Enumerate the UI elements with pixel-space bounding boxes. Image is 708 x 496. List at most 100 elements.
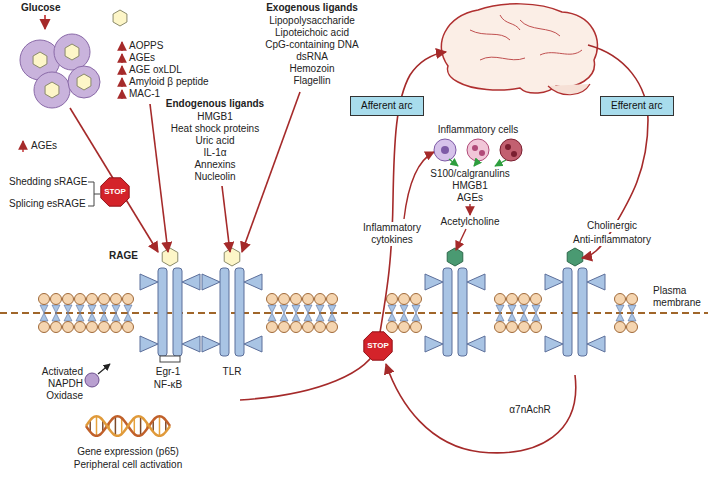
brain xyxy=(470,15,582,60)
lipid-bilayer xyxy=(76,305,84,313)
release-arrow xyxy=(449,159,506,166)
lipid-bilayer xyxy=(411,294,422,305)
glucose-hexagon xyxy=(33,52,47,68)
inflammatory-cell xyxy=(511,151,517,157)
inflammatory-cell xyxy=(472,145,478,151)
octagon-outline xyxy=(364,332,392,360)
receptor xyxy=(578,268,587,356)
lipid-bilayer xyxy=(112,313,120,321)
lipid-bilayer xyxy=(327,322,338,333)
dna-helix xyxy=(121,418,123,434)
lipid-bilayer xyxy=(531,294,542,305)
lipid-bilayer xyxy=(519,322,530,333)
increase-arrow xyxy=(22,141,23,152)
lipid-bilayer xyxy=(292,313,300,321)
receptor xyxy=(182,336,200,352)
receptor xyxy=(140,274,158,290)
receptor xyxy=(235,268,244,356)
lipid-bilayer xyxy=(51,322,62,333)
lipid-bilayer xyxy=(39,294,638,333)
receptor xyxy=(443,268,452,356)
receptor xyxy=(173,268,182,356)
increase-arrow xyxy=(23,42,122,152)
lipid-bilayer xyxy=(412,305,420,313)
lipid-bilayer xyxy=(123,322,134,333)
label: Inflammatory cytokines xyxy=(358,222,426,246)
label: Anti-inflammatory xyxy=(572,234,652,246)
inflammatory-cell xyxy=(505,144,511,150)
glucose-hexagon xyxy=(45,82,59,98)
label: Heat shock proteins xyxy=(170,123,260,135)
lipid-bilayer xyxy=(291,294,302,305)
ligand-arrow xyxy=(456,229,466,250)
lipid-bilayer xyxy=(400,305,408,313)
node-text: Efferent arc xyxy=(611,100,663,112)
lipid-bilayer xyxy=(412,313,420,321)
label: AGEs xyxy=(30,140,58,152)
lipid-bilayer xyxy=(387,294,398,305)
label: α7nAchR xyxy=(508,404,551,416)
label: CpG-containing DNA xyxy=(264,39,359,51)
lipid-bilayer xyxy=(64,313,72,321)
glucose-hexagon xyxy=(33,10,127,98)
dna-helix xyxy=(86,416,170,436)
dna-helix xyxy=(86,416,170,436)
receptor xyxy=(425,248,485,356)
label: MAC-1 xyxy=(128,88,161,100)
label: Inflammatory cells xyxy=(437,124,520,136)
lipid-bilayer xyxy=(100,313,108,321)
nadph-oxidase xyxy=(85,373,99,387)
cytokine-arrow xyxy=(404,152,434,219)
label: AOPPS xyxy=(128,40,164,52)
label: Flagellin xyxy=(292,75,331,87)
lipid-bilayer xyxy=(39,322,50,333)
label: HMGB1 xyxy=(196,111,234,123)
receptor xyxy=(545,248,605,356)
label: AGEs xyxy=(456,192,484,204)
lipid-bilayer xyxy=(63,294,74,305)
lipid-bilayer xyxy=(304,305,312,313)
inflammatory-cell xyxy=(467,139,489,161)
dna-helix xyxy=(115,416,117,435)
receptor xyxy=(467,274,485,290)
arc-box: Afferent arc xyxy=(350,96,424,116)
label: NF-κB xyxy=(153,379,183,391)
lipid-bilayer xyxy=(87,322,98,333)
release-arrow xyxy=(449,159,458,166)
node-text: Afferent arc xyxy=(361,100,413,112)
activation-arrow xyxy=(98,364,110,374)
lipid-bilayer xyxy=(76,313,84,321)
receptor xyxy=(447,248,463,266)
lipid-bilayer xyxy=(315,294,326,305)
label: HMGB1 xyxy=(451,180,489,192)
lipid-bilayer xyxy=(39,294,50,305)
label: TLR xyxy=(222,366,243,378)
lipid-bilayer xyxy=(303,322,314,333)
receptor xyxy=(140,336,158,352)
receptor xyxy=(567,248,583,266)
lipid-bilayer xyxy=(111,322,122,333)
lipid-bilayer xyxy=(112,305,120,313)
glucose-cluster xyxy=(54,34,90,70)
lipid-bilayer xyxy=(400,313,408,321)
ligand-arrow xyxy=(150,104,168,252)
receptor xyxy=(244,336,262,352)
lipid-bilayer xyxy=(327,294,338,305)
node-text: STOP xyxy=(104,186,126,198)
release-arrow xyxy=(495,160,506,166)
lipid-bilayer xyxy=(279,294,290,305)
dna-helix xyxy=(134,418,136,434)
dna-helix xyxy=(86,416,170,436)
lipid-bilayer xyxy=(616,313,624,321)
receptor xyxy=(160,356,180,362)
receptor xyxy=(244,274,262,290)
receptor xyxy=(202,248,262,356)
lipid-bilayer xyxy=(628,313,636,321)
ligand-arrow xyxy=(469,204,470,215)
lipid-bilayer xyxy=(280,305,288,313)
ligand-arrow xyxy=(222,186,230,252)
label: Glucose xyxy=(20,2,61,14)
lipid-bilayer xyxy=(64,305,72,313)
